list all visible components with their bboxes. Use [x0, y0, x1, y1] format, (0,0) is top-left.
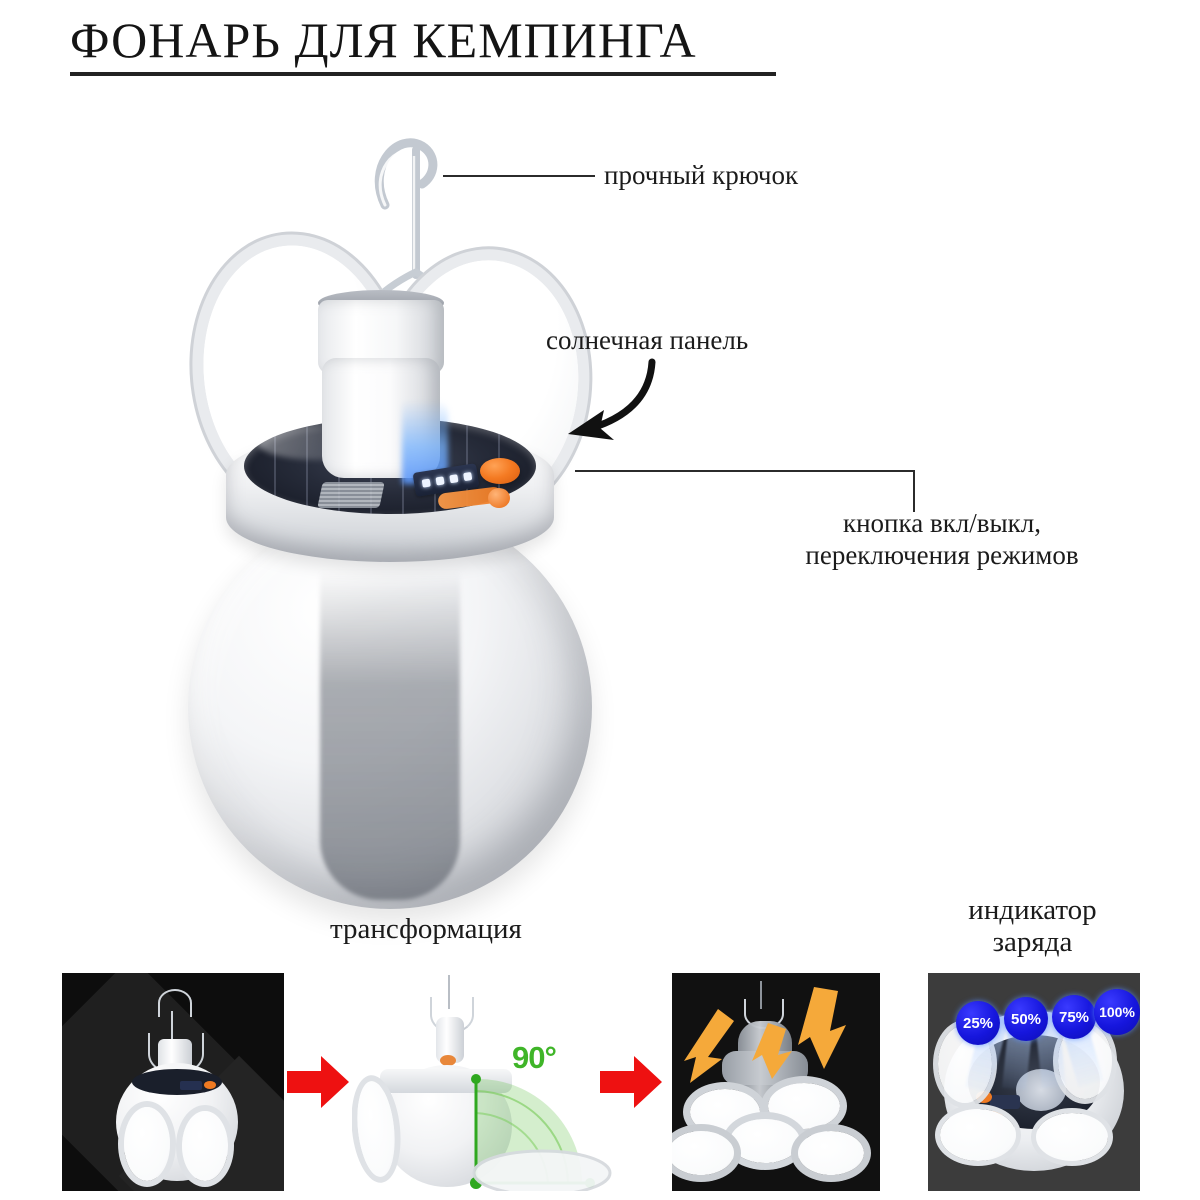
hook-leader-line — [443, 175, 595, 177]
callout-hook-label: прочный крючок — [604, 160, 799, 190]
transformation-section-label: трансформация — [330, 913, 522, 945]
power-button[interactable] — [480, 458, 520, 484]
motion-arrow-mid-icon — [752, 1023, 792, 1079]
callout-button-label-line1: кнопка вкл/выкл, — [842, 508, 1042, 538]
transformation-arrow-2-icon — [600, 1056, 662, 1108]
mode-slider-knob[interactable] — [488, 488, 510, 508]
title-underline-rule — [70, 72, 776, 76]
mini-hook-icon — [158, 989, 192, 1017]
motion-arrow-right-icon — [798, 987, 846, 1069]
charge-badge-100: 100% — [1094, 989, 1140, 1035]
vent-grille — [317, 482, 385, 508]
mini-led-panel-left — [124, 1107, 170, 1181]
transformation-panel-opening — [352, 973, 630, 1191]
button-leader-line-horizontal — [575, 470, 915, 472]
rotation-angle-label: 90° — [512, 1040, 557, 1075]
callout-button-label: кнопка вкл/выкл, переключения режимов — [732, 508, 1152, 572]
charge-label-line2: заряда — [992, 925, 1073, 958]
transformation-panel-folded — [62, 973, 284, 1191]
page-title-block: ФОНАРЬ ДЛЯ КЕМПИНГА — [70, 14, 697, 67]
charge-indicator-panel: 25% 50% 75% 100% — [928, 973, 1140, 1191]
product-illustration — [170, 100, 640, 909]
callout-button-label-line2: переключения режимов — [805, 539, 1079, 570]
charge-label-line1: индикатор — [968, 894, 1097, 926]
charge-indicator-section-label: индикатор заряда — [925, 894, 1140, 959]
rotation-sweep-icon — [470, 1074, 612, 1191]
solar-arrow-icon — [568, 358, 656, 440]
motion-arrow-left-icon — [684, 1009, 734, 1083]
transformation-arrow-1-icon — [287, 1056, 349, 1108]
mini-led-panel-right — [182, 1111, 228, 1181]
transformation-panel-unfolded — [672, 973, 880, 1191]
button-leader-line-vertical — [913, 470, 915, 512]
charge-badge-25: 25% — [956, 1001, 1000, 1045]
charge-badge-50: 50% — [1004, 997, 1048, 1041]
lamp-body-seam — [320, 570, 460, 900]
charge-badge-75: 75% — [1052, 995, 1096, 1039]
page-title: ФОНАРЬ ДЛЯ КЕМПИНГА — [70, 12, 697, 68]
callout-solar-label: солнечная панель — [546, 325, 749, 355]
